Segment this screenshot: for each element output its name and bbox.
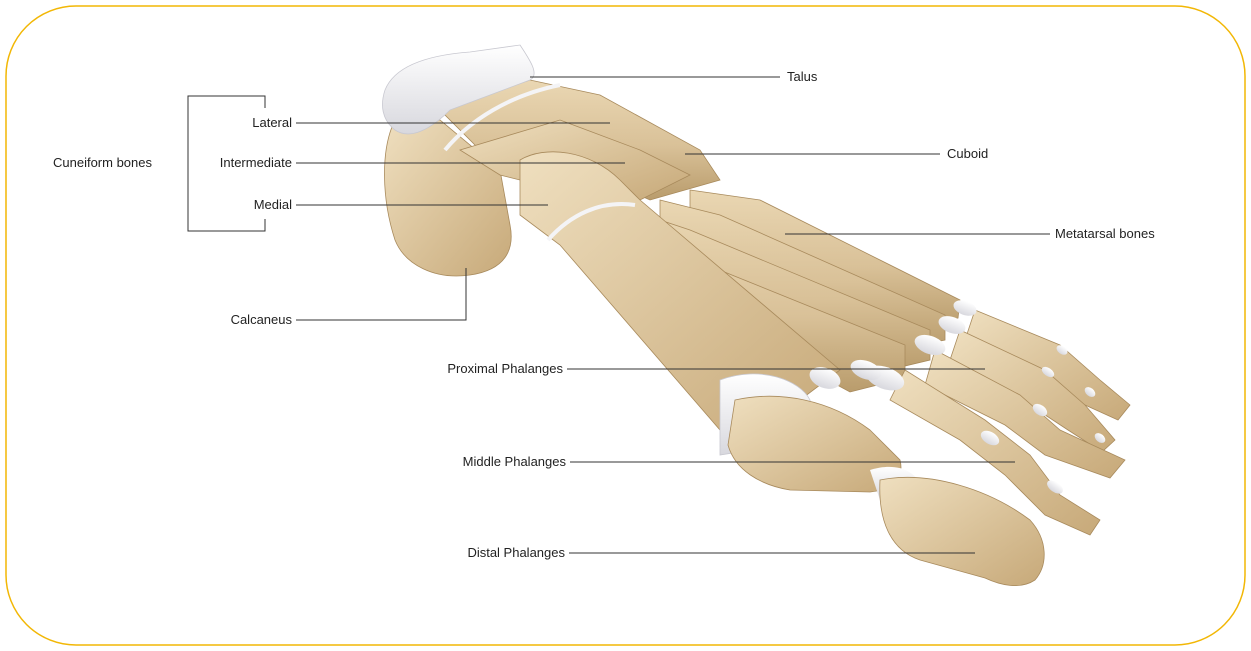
label-proximal-phalanges: Proximal Phalanges xyxy=(400,361,563,377)
calcaneus-leader xyxy=(296,268,466,320)
label-metatarsal-bones: Metatarsal bones xyxy=(1055,226,1155,242)
label-calcaneus: Calcaneus xyxy=(190,312,292,328)
label-middle-phalanges: Middle Phalanges xyxy=(400,454,566,470)
label-distal-phalanges: Distal Phalanges xyxy=(400,545,565,561)
label-cuboid: Cuboid xyxy=(947,146,988,162)
label-lateral: Lateral xyxy=(190,115,292,131)
label-intermediate: Intermediate xyxy=(190,155,292,171)
foot-illustration xyxy=(382,45,1130,586)
label-talus: Talus xyxy=(787,69,817,85)
label-medial: Medial xyxy=(190,197,292,213)
label-cuneiform-bones: Cuneiform bones xyxy=(53,155,152,171)
